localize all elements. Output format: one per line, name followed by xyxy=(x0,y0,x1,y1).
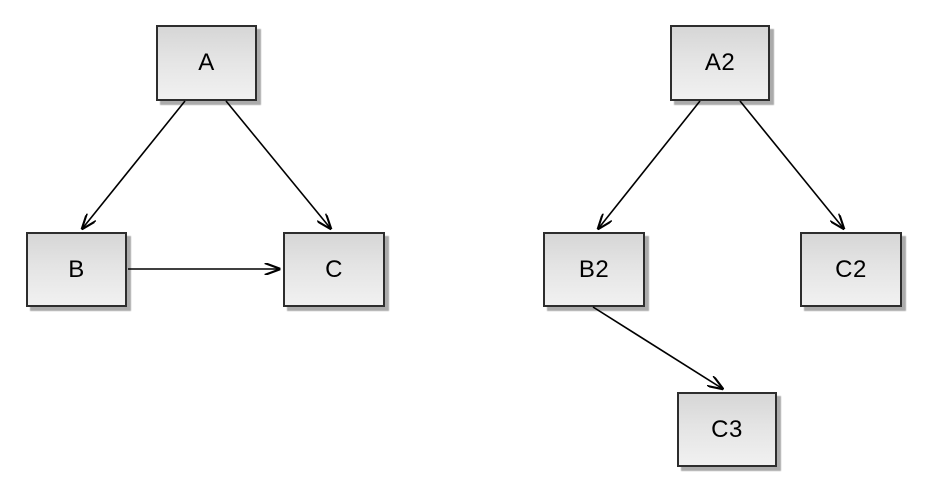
node-C2: C2 xyxy=(800,232,902,307)
edge-A2-to-B2 xyxy=(598,100,701,229)
node-A: A xyxy=(156,25,257,101)
edge-A-to-C xyxy=(225,100,331,229)
node-B: B xyxy=(26,232,127,307)
node-A2: A2 xyxy=(670,25,770,101)
node-A2-label: A2 xyxy=(704,49,736,76)
edge-A2-to-C2 xyxy=(739,100,844,229)
node-C2-label: C2 xyxy=(835,255,867,283)
node-C-label: C xyxy=(325,255,343,283)
node-C3: C3 xyxy=(677,392,777,467)
node-B2: B2 xyxy=(543,232,645,307)
node-B-label: B xyxy=(68,255,85,283)
node-C3-label: C3 xyxy=(711,415,743,443)
edge-B2-to-C3 xyxy=(592,306,723,389)
node-B2-label: B2 xyxy=(578,255,610,283)
edge-A-to-B xyxy=(82,100,186,229)
node-A-label: A xyxy=(198,49,215,76)
node-C: C xyxy=(283,232,385,307)
